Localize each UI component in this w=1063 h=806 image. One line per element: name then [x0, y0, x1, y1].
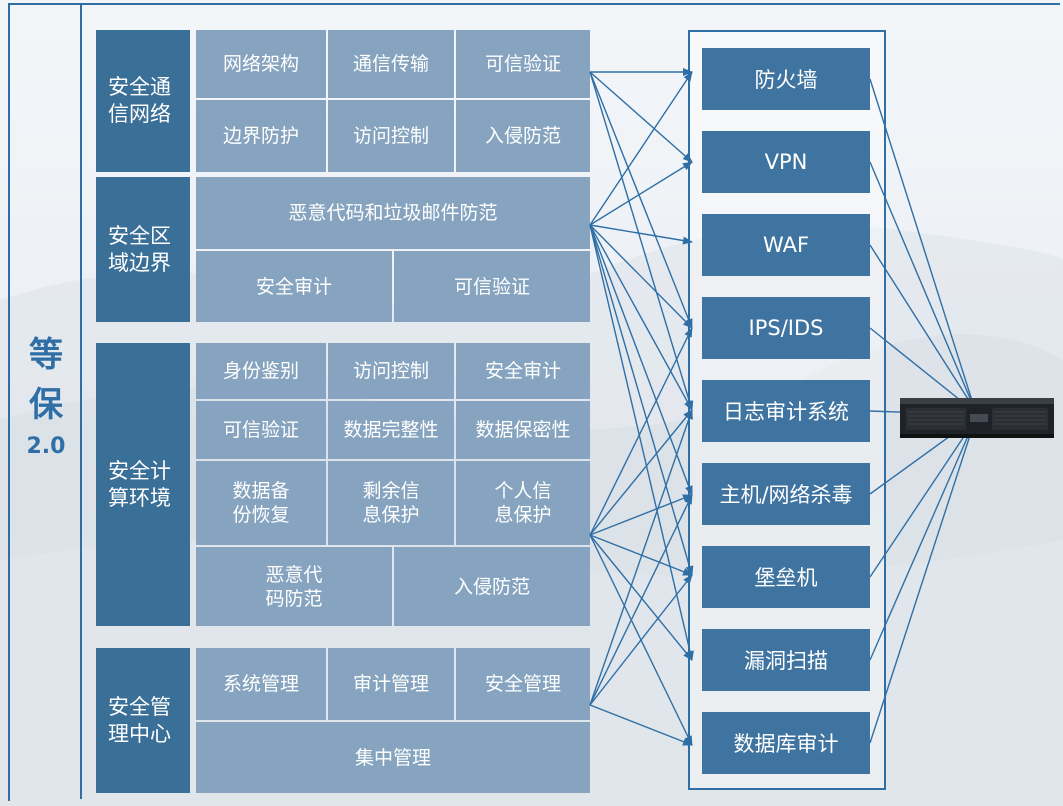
- security-appliance-device: [900, 398, 1054, 438]
- cell-malware-prevention: 恶意代 码防范: [196, 547, 392, 626]
- cell-trusted-verification-boundary: 可信验证: [394, 251, 590, 322]
- product-bastion-host: 堡垒机: [702, 546, 870, 608]
- cell-security-audit: 安全审计: [196, 251, 392, 322]
- cell-security-audit-compute: 安全审计: [456, 343, 590, 399]
- cell-centralized-management: 集中管理: [196, 722, 590, 793]
- cell-system-management: 系统管理: [196, 648, 326, 720]
- cell-trusted-verification: 可信验证: [456, 30, 590, 98]
- product-vulnerability-scanner: 漏洞扫描: [702, 629, 870, 691]
- product-vpn: VPN: [702, 131, 870, 193]
- side-title-version: 2.0: [26, 434, 66, 459]
- cell-network-architecture: 网络架构: [196, 30, 326, 98]
- category-security-management: 安全管 理中心: [96, 648, 190, 793]
- title-divider: [80, 3, 82, 799]
- cell-data-confidentiality: 数据保密性: [456, 401, 590, 459]
- cell-identity-authentication: 身份鉴别: [196, 343, 326, 399]
- product-ips-ids: IPS/IDS: [702, 297, 870, 359]
- cell-malware-spam-prevention: 恶意代码和垃圾邮件防范: [196, 177, 590, 249]
- cell-data-backup-recovery: 数据备 份恢复: [196, 461, 326, 545]
- product-log-audit-system: 日志审计系统: [702, 380, 870, 442]
- side-title-char-1: 等: [29, 335, 63, 375]
- category-secure-network: 安全通 信网络: [96, 30, 190, 172]
- cell-trusted-verification-compute: 可信验证: [196, 401, 326, 459]
- product-firewall: 防火墙: [702, 48, 870, 110]
- cell-audit-management: 审计管理: [328, 648, 454, 720]
- side-title: 等 保 2.0: [14, 330, 78, 464]
- cell-residual-info-protection: 剩余信 息保护: [328, 461, 454, 545]
- product-waf: WAF: [702, 214, 870, 276]
- cell-security-management: 安全管理: [456, 648, 590, 720]
- cell-access-control-compute: 访问控制: [328, 343, 454, 399]
- cell-personal-info-protection: 个人信 息保护: [456, 461, 590, 545]
- cell-communication-transmission: 通信传输: [328, 30, 454, 98]
- cell-data-integrity: 数据完整性: [328, 401, 454, 459]
- cell-access-control: 访问控制: [328, 100, 454, 172]
- cell-boundary-protection: 边界防护: [196, 100, 326, 172]
- side-title-char-2: 保: [29, 385, 63, 425]
- product-host-network-antivirus: 主机/网络杀毒: [702, 463, 870, 525]
- outer-frame: [8, 3, 1060, 801]
- cell-intrusion-prevention: 入侵防范: [456, 100, 590, 172]
- cell-intrusion-prevention-compute: 入侵防范: [394, 547, 590, 626]
- product-database-audit: 数据库审计: [702, 712, 870, 774]
- category-secure-compute: 安全计 算环境: [96, 343, 190, 626]
- category-secure-boundary: 安全区 域边界: [96, 177, 190, 322]
